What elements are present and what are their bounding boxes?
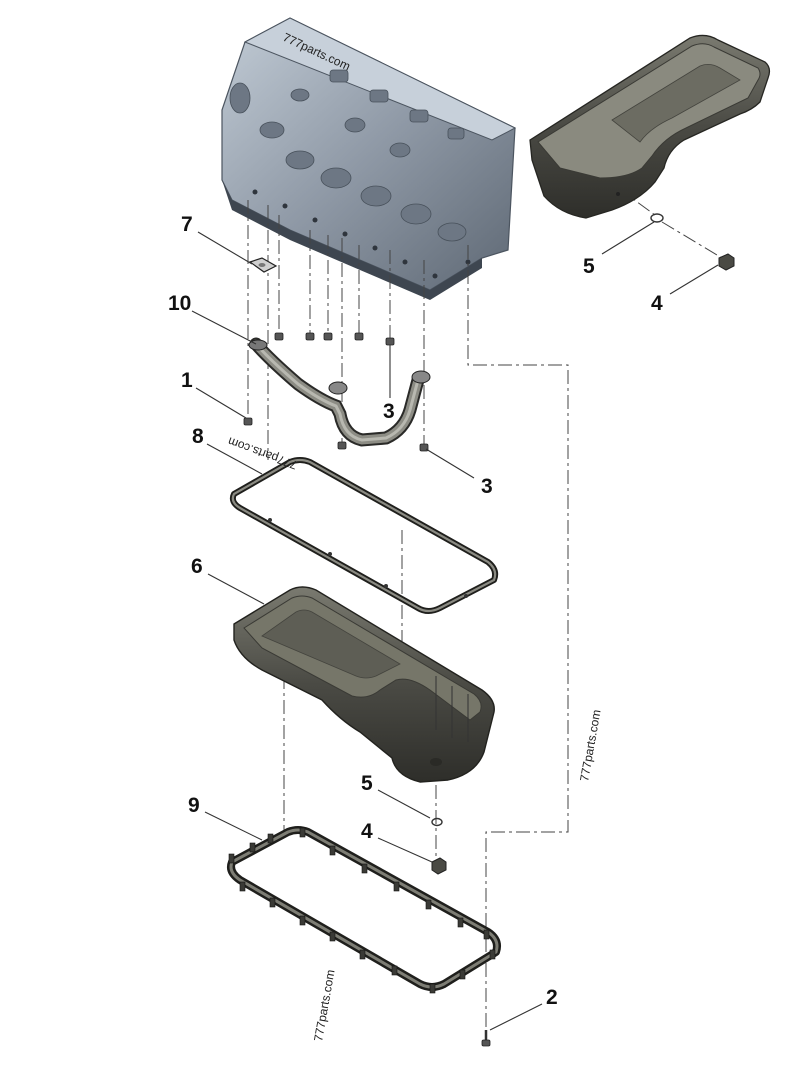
callout-3-upper: 3 [383, 400, 395, 423]
block-bolts [243, 332, 429, 452]
callout-2: 2 [546, 986, 558, 1009]
callout-3-lower: 3 [481, 475, 493, 498]
callout-5-top: 5 [583, 255, 595, 278]
oil-pan-gasket-upper [229, 457, 499, 614]
gasket-plate-7 [248, 257, 278, 273]
leader-lines [191, 221, 719, 1031]
callout-7: 7 [181, 213, 193, 236]
drain-plug-top [718, 253, 735, 271]
oil-suction-tube [248, 337, 431, 447]
callout-4-lower: 4 [361, 820, 373, 843]
callout-1: 1 [181, 369, 193, 392]
oil-pan-exploded [233, 586, 495, 783]
watermark-middle: 777parts.com [226, 434, 299, 472]
callout-5-lower: 5 [361, 772, 373, 795]
callout-labels: 7 10 1 8 3 3 6 5 4 5 4 9 2 [168, 213, 663, 1009]
callout-9: 9 [188, 794, 200, 817]
alignment-lines [247, 187, 723, 1035]
callout-8: 8 [192, 425, 204, 448]
callout-6: 6 [191, 555, 203, 578]
bolt-2 [481, 1030, 491, 1047]
seal-ring-lower [431, 817, 443, 827]
drain-plug-lower [431, 857, 447, 875]
callout-10: 10 [168, 292, 191, 315]
callout-4-top: 4 [651, 292, 663, 315]
oil-pan-assembled [529, 34, 771, 219]
watermark-bottom: 777parts.com [311, 968, 337, 1042]
oil-pan-stiffener-frame [227, 826, 501, 994]
engine-block [221, 17, 517, 300]
seal-ring-top [650, 213, 664, 223]
watermark-right: 777parts.com [577, 708, 603, 782]
